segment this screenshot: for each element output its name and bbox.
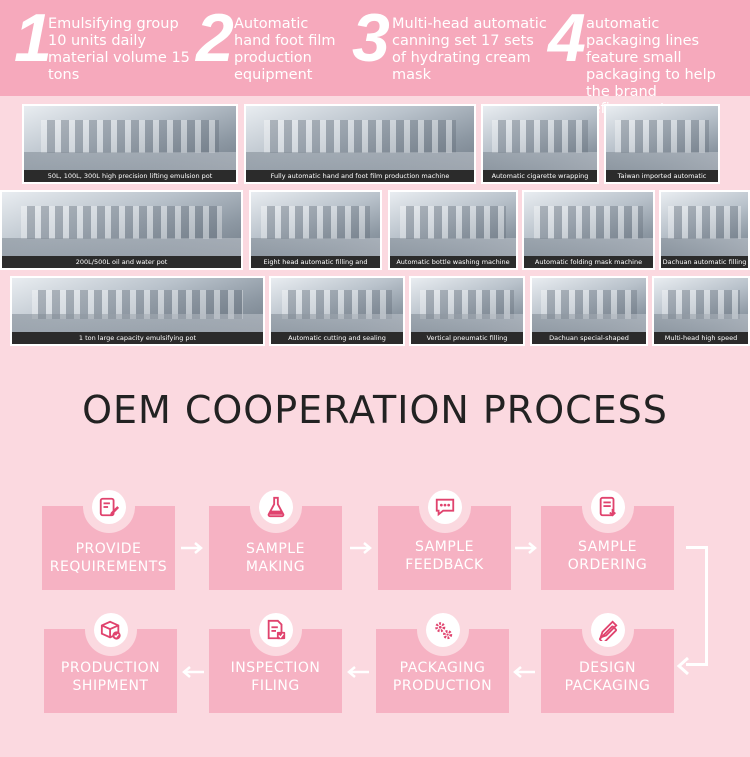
step-label-line1: SAMPLE <box>578 539 637 555</box>
edit-document-icon <box>91 490 126 524</box>
step-label-line2: FEEDBACK <box>405 557 484 573</box>
photo-caption: 50L, 100L, 300L high precision lifting e… <box>24 170 236 182</box>
stat-4: 4 automatic packaging lines feature smal… <box>548 4 748 117</box>
photo-caption: Dachuan special-shaped <box>532 332 646 344</box>
step-label-line2: SHIPMENT <box>72 678 149 694</box>
top-banner <box>0 0 750 96</box>
photo-caption: Taiwan imported automatic <box>606 170 718 182</box>
arrow-left-icon <box>675 656 689 676</box>
step-provide-requirements: PROVIDE REQUIREMENTS <box>42 481 175 590</box>
photo-caption: 200L/500L oil and water pot <box>2 256 241 268</box>
stat-number: 2 <box>196 0 234 76</box>
step-production-shipment: PRODUCTION SHIPMENT <box>44 604 177 713</box>
step-label-line1: PROVIDE <box>75 541 142 557</box>
photo-caption: Automatic cigarette wrapping <box>483 170 597 182</box>
photo-caption: Dachuan automatic filling <box>661 256 748 268</box>
stat-3: 3 Multi-head automatic canning set 17 se… <box>352 4 552 92</box>
step-label-line2: PACKAGING <box>564 678 651 694</box>
stat-text: Emulsifying group 10 units daily materia… <box>48 16 190 83</box>
checklist-icon <box>258 613 293 647</box>
arrow-right-icon <box>350 542 372 554</box>
equipment-photo: Dachuan special-shaped <box>530 276 648 346</box>
step-label-line1: SAMPLE <box>415 539 474 555</box>
photo-caption: Multi-head high speed <box>654 332 748 344</box>
step-packaging-production: PACKAGING PRODUCTION <box>376 604 509 713</box>
equipment-photo: 200L/500L oil and water pot <box>0 190 243 270</box>
step-label-line2: ORDERING <box>567 557 648 573</box>
photo-caption: Vertical pneumatic filling <box>411 332 523 344</box>
equipment-photo: Automatic cigarette wrapping <box>481 104 599 184</box>
equipment-photo: 1 ton large capacity emulsifying pot <box>10 276 265 346</box>
step-label-line1: INSPECTION <box>230 660 321 676</box>
stat-2: 2 Automatic hand foot film production eq… <box>196 4 356 92</box>
step-label-line1: PACKAGING <box>399 660 486 676</box>
equipment-photo: Fully automatic hand and foot film produ… <box>244 104 476 184</box>
stat-number: 1 <box>14 0 52 76</box>
step-sample-making: SAMPLE MAKING <box>209 481 342 590</box>
step-label-line2: PRODUCTION <box>392 678 493 694</box>
arrow-right-icon <box>515 542 537 554</box>
arrow-left-icon <box>347 666 369 678</box>
stat-number: 3 <box>352 0 390 76</box>
process-title: OEM COOPERATION PROCESS <box>82 388 668 432</box>
photo-caption: Automatic bottle washing machine <box>390 256 516 268</box>
equipment-photo: 50L, 100L, 300L high precision lifting e… <box>22 104 238 184</box>
stat-number: 4 <box>548 0 586 76</box>
pencil-ruler-icon <box>590 613 625 647</box>
step-label-line1: DESIGN <box>579 660 636 676</box>
chat-bubble-icon <box>427 490 462 524</box>
equipment-photo: Eight head automatic filling and <box>249 190 382 270</box>
photo-caption: Automatic cutting and sealing <box>271 332 403 344</box>
equipment-photo: Vertical pneumatic filling <box>409 276 525 346</box>
step-sample-feedback: SAMPLE FEEDBACK <box>378 481 511 590</box>
order-document-icon <box>590 490 625 524</box>
package-check-icon <box>93 613 128 647</box>
equipment-photo: Automatic cutting and sealing <box>269 276 405 346</box>
step-sample-ordering: SAMPLE ORDERING <box>541 481 674 590</box>
photo-caption: Fully automatic hand and foot film produ… <box>246 170 474 182</box>
stat-text: automatic packaging lines feature small … <box>586 16 716 117</box>
equipment-photo: Multi-head high speed <box>652 276 750 346</box>
photo-caption: Eight head automatic filling and <box>251 256 380 268</box>
step-label-line2: FILING <box>251 678 300 694</box>
process-connector <box>686 546 708 666</box>
stat-text: Automatic hand foot film production equi… <box>234 16 336 83</box>
photo-caption: 1 ton large capacity emulsifying pot <box>12 332 263 344</box>
flask-icon <box>258 490 293 524</box>
step-label-line1: SAMPLE <box>246 541 305 557</box>
arrow-right-icon <box>181 542 203 554</box>
step-label-line2: REQUIREMENTS <box>49 559 168 575</box>
equipment-photo: Taiwan imported automatic <box>604 104 720 184</box>
stat-1: 1 Emulsifying group 10 units daily mater… <box>14 4 194 92</box>
stat-text: Multi-head automatic canning set 17 sets… <box>392 16 547 83</box>
gears-icon <box>425 613 460 647</box>
step-label-line1: PRODUCTION <box>60 660 161 676</box>
step-design-packaging: DESIGN PACKAGING <box>541 604 674 713</box>
step-inspection-filing: INSPECTION FILING <box>209 604 342 713</box>
step-label-line2: MAKING <box>245 559 306 575</box>
equipment-photo: Automatic bottle washing machine <box>388 190 518 270</box>
arrow-left-icon <box>182 666 204 678</box>
equipment-photo: Dachuan automatic filling <box>659 190 750 270</box>
photo-caption: Automatic folding mask machine <box>524 256 653 268</box>
arrow-left-icon <box>513 666 535 678</box>
equipment-photo: Automatic folding mask machine <box>522 190 655 270</box>
